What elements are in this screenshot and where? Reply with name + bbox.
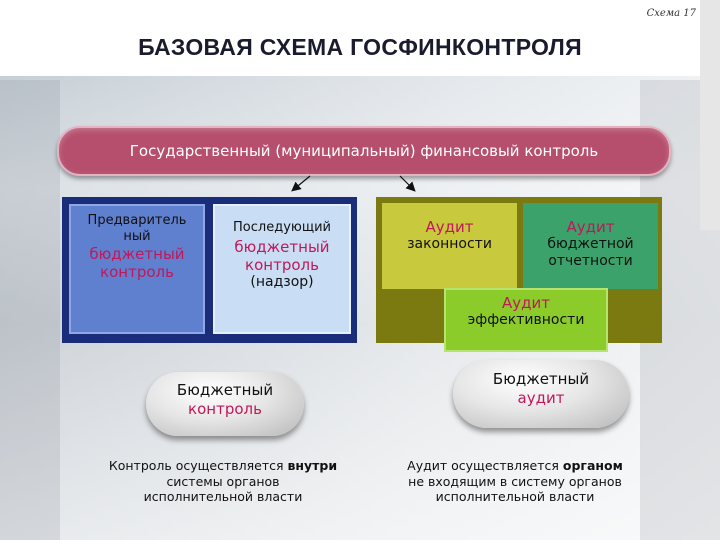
note-left-line3: исполнительной власти xyxy=(143,489,303,505)
page-title: БАЗОВАЯ СХЕМА ГОСФИНКОНТРОЛЯ xyxy=(138,34,582,60)
box-efficiency-line1: Аудит xyxy=(502,294,550,312)
pill-budget-audit: Бюджетный аудит xyxy=(453,360,629,428)
background-building-edge xyxy=(0,80,60,540)
arrow-to-audit xyxy=(399,175,416,192)
note-budget-control: Контроль осуществляется внутри системы о… xyxy=(78,458,368,505)
note-right-emphasis: органом xyxy=(562,458,623,473)
arrow-to-control xyxy=(291,175,311,192)
note-budget-audit: Аудит осуществляется органом не входящим… xyxy=(380,458,650,505)
box-preliminary-line4: контроль xyxy=(100,263,174,282)
box-reporting-audit: Аудит бюджетной отчетности xyxy=(523,203,658,289)
pill-budget-control: Бюджетный контроль xyxy=(146,372,304,436)
box-preliminary-control: Предваритель ный бюджетный контроль xyxy=(69,204,205,334)
box-preliminary-line3: бюджетный xyxy=(89,244,185,263)
note-left-line1: Контроль осуществляется внутри xyxy=(78,458,368,474)
box-preliminary-line2: ный xyxy=(123,228,151,244)
box-efficiency-line2: эффективности xyxy=(467,312,585,329)
box-subsequent-line2: бюджетный xyxy=(234,237,330,256)
note-right-line1: Аудит осуществляется органом xyxy=(380,458,650,474)
box-legality-line2: законности xyxy=(407,236,492,253)
box-efficiency-audit: Аудит эффективности xyxy=(444,288,608,352)
note-left-line1-text: Контроль осуществляется xyxy=(108,458,288,473)
box-subsequent-control: Последующий бюджетный контроль (надзор) xyxy=(213,204,351,334)
pill-audit-line1: Бюджетный xyxy=(492,370,590,388)
box-subsequent-line4: (надзор) xyxy=(250,274,314,291)
box-reporting-line1: Аудит xyxy=(566,218,615,236)
box-legality-audit: Аудит законности xyxy=(382,203,517,289)
pill-control-line1: Бюджетный xyxy=(176,381,274,399)
note-right-line3: исполнительной власти xyxy=(435,489,595,505)
note-left-line2: системы органов xyxy=(166,473,280,489)
note-right-line2: не входящим в систему органов xyxy=(408,473,622,489)
box-subsequent-line1: Последующий xyxy=(233,220,331,235)
slide-label: Схема 17 xyxy=(646,8,696,19)
note-right-line1-text: Аудит осуществляется xyxy=(407,458,563,473)
box-reporting-line3: отчетности xyxy=(548,253,633,270)
note-left-emphasis: внутри xyxy=(287,458,338,473)
banner-financial-control: Государственный (муниципальный) финансов… xyxy=(57,126,671,176)
box-legality-line1: Аудит xyxy=(425,218,474,236)
header-side-strip xyxy=(700,0,720,230)
pill-audit-line2: аудит xyxy=(517,388,565,407)
box-preliminary-line1: Предваритель xyxy=(87,213,187,228)
box-subsequent-line3: контроль xyxy=(245,256,319,275)
box-reporting-line2: бюджетной xyxy=(547,236,634,253)
banner-label: Государственный (муниципальный) финансов… xyxy=(129,142,599,160)
header-bar xyxy=(0,0,700,76)
pill-control-line2: контроль xyxy=(188,399,262,418)
